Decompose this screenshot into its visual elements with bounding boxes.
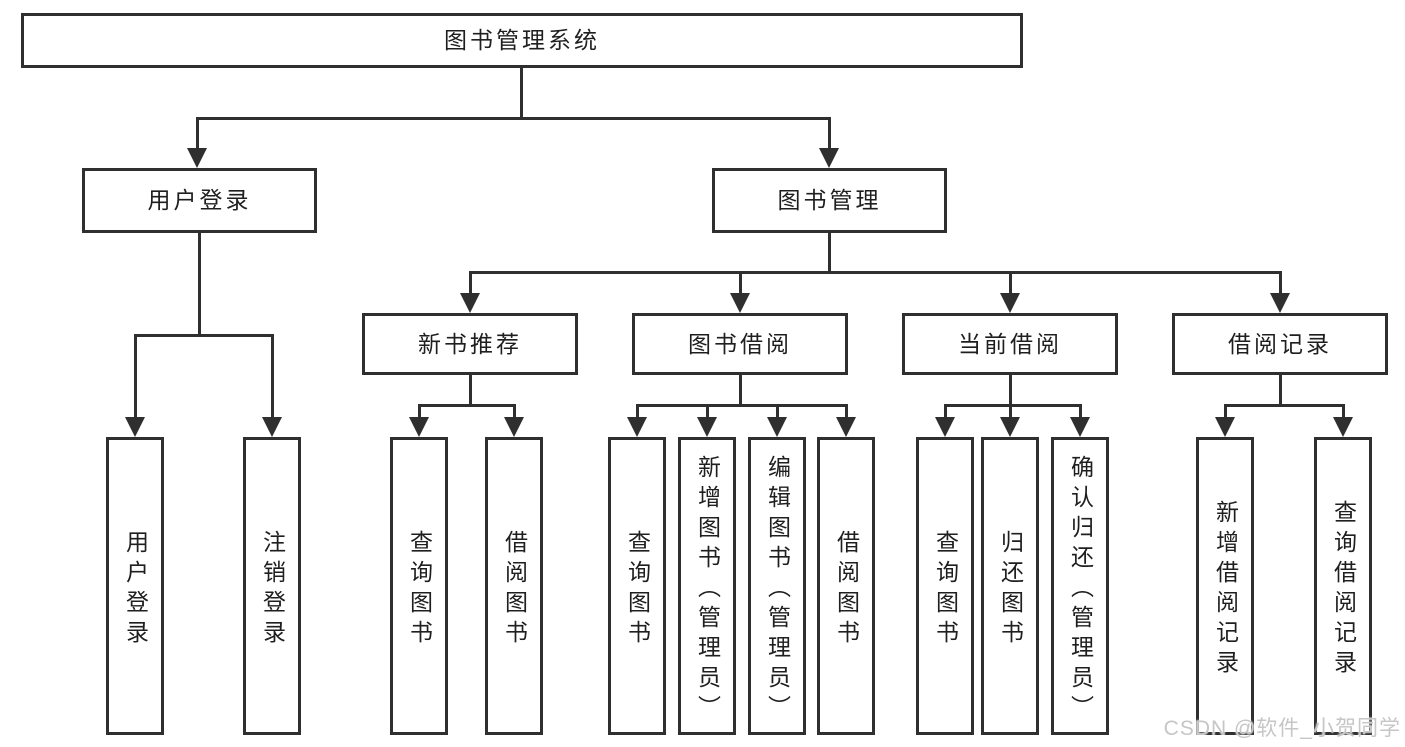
arrowhead-down-icon — [125, 417, 145, 437]
arrow-stem — [775, 405, 779, 422]
connector-hline — [195, 116, 831, 120]
arrow-stem — [1078, 405, 1082, 422]
node-label: 查询图书 — [624, 529, 651, 650]
arrow-stem — [1341, 405, 1345, 422]
node-label: 归还图书 — [997, 529, 1024, 650]
leaf-edit-books-admin: 编辑图书（管理员） — [748, 437, 806, 735]
leaf-borrow-books: 借阅图书 — [817, 437, 875, 735]
node-label: 借阅记录 — [1228, 330, 1332, 357]
arrowhead-down-icon — [767, 417, 787, 437]
connector-hline — [635, 403, 848, 407]
node-label: 用户登录 — [147, 187, 252, 213]
connector-hline — [468, 270, 1282, 274]
node-label: 当前借阅 — [958, 330, 1062, 357]
arrow-stem — [738, 272, 742, 298]
connector-hline — [417, 403, 516, 407]
connector-vline — [197, 233, 201, 337]
node-book-borrowing: 图书借阅 — [632, 313, 848, 375]
node-current-borrowing: 当前借阅 — [902, 313, 1118, 375]
arrowhead-down-icon — [1215, 417, 1235, 437]
node-label: 查询图书 — [406, 529, 433, 650]
arrowhead-down-icon — [819, 148, 839, 168]
leaf-recommend-query-books: 查询图书 — [390, 437, 448, 735]
node-book-management: 图书管理 — [712, 168, 947, 233]
connector-vline — [738, 373, 742, 407]
arrow-stem — [468, 272, 472, 298]
node-label: 注销登录 — [259, 529, 286, 650]
arrowhead-down-icon — [730, 293, 750, 313]
csdn-watermark: CSDN @软件_小贺同学 — [1163, 717, 1401, 740]
connector-vline — [827, 233, 831, 274]
leaf-query-borrow-record: 查询借阅记录 — [1314, 437, 1372, 735]
node-label: 确认归还（管理员） — [1067, 454, 1094, 725]
node-label: 借阅图书 — [833, 529, 860, 650]
connector-vline — [1008, 373, 1012, 407]
arrow-stem — [635, 405, 639, 422]
leaf-current-query-books: 查询图书 — [916, 437, 974, 735]
leaf-logout: 注销登录 — [243, 437, 301, 735]
node-label: 新增图书（管理员） — [694, 454, 721, 725]
arrow-stem — [943, 405, 947, 422]
leaf-confirm-return-admin: 确认归还（管理员） — [1051, 437, 1109, 735]
connector-hline — [943, 403, 1082, 407]
arrowhead-down-icon — [697, 417, 717, 437]
connector-vline — [1278, 373, 1282, 407]
arrow-stem — [1223, 405, 1227, 422]
connector-hline — [1223, 403, 1345, 407]
arrow-stem — [270, 335, 274, 422]
node-label: 用户登录 — [122, 529, 149, 650]
node-label: 图书借阅 — [688, 330, 792, 357]
arrowhead-down-icon — [1000, 293, 1020, 313]
arrow-stem — [705, 405, 709, 422]
node-label: 编辑图书（管理员） — [764, 454, 791, 725]
arrowhead-down-icon — [262, 417, 282, 437]
node-label: 图书管理系统 — [444, 27, 600, 53]
arrowhead-down-icon — [1270, 293, 1290, 313]
arrowhead-down-icon — [1070, 417, 1090, 437]
arrow-stem — [133, 335, 137, 422]
node-new-book-recommend: 新书推荐 — [362, 313, 578, 375]
arrowhead-down-icon — [187, 148, 207, 168]
arrow-stem — [195, 118, 199, 153]
node-borrowing-records: 借阅记录 — [1172, 313, 1388, 375]
arrow-stem — [844, 405, 848, 422]
arrowhead-down-icon — [1000, 417, 1020, 437]
arrow-stem — [827, 118, 831, 153]
connector-vline — [468, 373, 472, 407]
arrowhead-down-icon — [460, 293, 480, 313]
leaf-add-books-admin: 新增图书（管理员） — [678, 437, 736, 735]
leaf-user-login: 用户登录 — [106, 437, 164, 735]
arrowhead-down-icon — [836, 417, 856, 437]
leaf-add-borrow-record: 新增借阅记录 — [1196, 437, 1254, 735]
arrowhead-down-icon — [1333, 417, 1353, 437]
node-label: 借阅图书 — [501, 529, 528, 650]
arrow-stem — [1278, 272, 1282, 298]
arrow-stem — [417, 405, 421, 422]
arrowhead-down-icon — [504, 417, 524, 437]
arrowhead-down-icon — [627, 417, 647, 437]
node-label: 图书管理 — [777, 187, 882, 213]
arrow-stem — [1008, 405, 1012, 422]
node-label: 查询借阅记录 — [1330, 499, 1357, 680]
leaf-return-books: 归还图书 — [981, 437, 1039, 735]
connector-vline — [519, 66, 523, 120]
connector-hline — [133, 333, 274, 337]
leaf-borrowing-query-books: 查询图书 — [608, 437, 666, 735]
arrow-stem — [512, 405, 516, 422]
arrowhead-down-icon — [935, 417, 955, 437]
node-user-login: 用户登录 — [82, 168, 317, 233]
arrowhead-down-icon — [409, 417, 429, 437]
node-label: 新增借阅记录 — [1212, 499, 1239, 680]
node-label: 新书推荐 — [418, 330, 522, 357]
arrow-stem — [1008, 272, 1012, 298]
node-library-system: 图书管理系统 — [21, 13, 1023, 68]
node-label: 查询图书 — [932, 529, 959, 650]
leaf-recommend-borrow-books: 借阅图书 — [485, 437, 543, 735]
